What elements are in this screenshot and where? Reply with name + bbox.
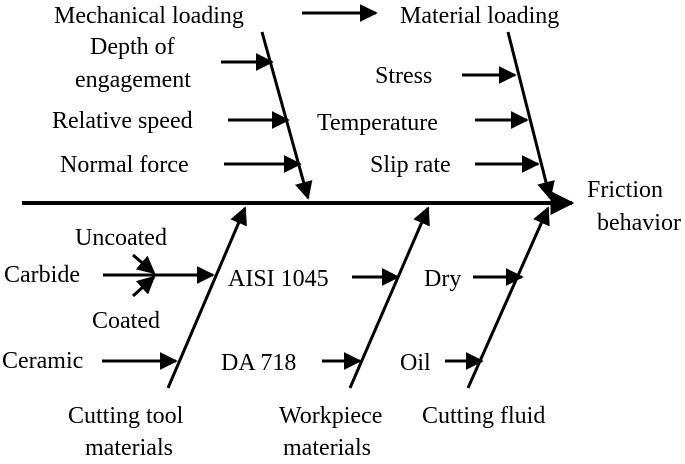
tool-category-line2: materials [85, 435, 173, 461]
cause-normal-force: Normal force [60, 152, 189, 178]
effect-label-line2: behavior [597, 210, 681, 236]
fluid-category: Cutting fluid [422, 403, 545, 429]
category-material-loading: Material loading [400, 3, 559, 29]
fluid-dry: Dry [424, 266, 461, 292]
tool-coated: Coated [92, 308, 160, 334]
workpiece-aisi: AISI 1045 [228, 266, 329, 292]
cause-depth-line1: Depth of [90, 34, 175, 60]
cause-slip-rate: Slip rate [370, 152, 451, 178]
workpiece-bone [348, 206, 430, 389]
material-loading-bone [506, 31, 555, 200]
effect-label-line1: Friction [587, 177, 663, 203]
arrow-uncoated [132, 253, 156, 275]
cause-stress: Stress [375, 63, 432, 89]
cutting-tool-bone [166, 206, 247, 389]
category-mechanical-loading: Mechanical loading [54, 3, 244, 29]
tool-carbide: Carbide [4, 262, 80, 288]
arrow-coated [131, 275, 156, 298]
workpiece-da: DA 718 [221, 350, 296, 376]
workpiece-category-line2: materials [283, 435, 371, 461]
mechanical-loading-bone [260, 31, 313, 200]
cause-depth-line2: engagement [75, 67, 191, 93]
fluid-oil: Oil [400, 350, 431, 376]
workpiece-category-line1: Workpiece [279, 403, 382, 429]
cause-temperature: Temperature [317, 110, 438, 136]
tool-uncoated: Uncoated [75, 225, 167, 251]
tool-ceramic: Ceramic [2, 348, 83, 374]
cause-relative-speed: Relative speed [52, 108, 193, 134]
tool-category-line1: Cutting tool [68, 403, 184, 429]
